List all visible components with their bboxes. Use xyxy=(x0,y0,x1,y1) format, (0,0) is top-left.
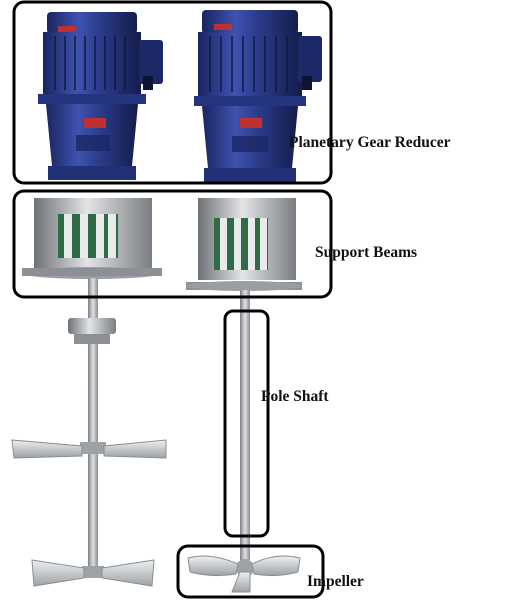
left-pole-shaft xyxy=(88,344,98,576)
pole-shaft-label: Pole Shaft xyxy=(261,388,329,405)
left-terminal-box xyxy=(139,40,163,84)
left-beam-1 xyxy=(64,214,72,258)
left-beam-4 xyxy=(108,214,116,258)
left-reducer-shadow xyxy=(76,135,110,151)
left-upper-blade-right xyxy=(103,439,167,459)
right-cable-gland xyxy=(302,76,312,90)
support-beams-label: Support Beams xyxy=(315,244,417,261)
left-upper-hub xyxy=(80,442,106,454)
left-beam-2 xyxy=(80,214,88,258)
right-beam-4 xyxy=(260,218,267,270)
right-agitator xyxy=(186,10,322,593)
gear-reducer-label: Planetary Gear Reducer xyxy=(289,134,451,151)
left-motor-body xyxy=(43,32,141,94)
right-reducer-shadow xyxy=(232,136,268,152)
left-reducer-tag xyxy=(84,118,106,128)
impeller-label: Impeller xyxy=(307,573,364,590)
right-nameplate xyxy=(214,24,232,30)
left-lower-hub xyxy=(82,566,104,578)
left-upper-blade-left xyxy=(11,439,83,459)
gear-reducer-callout-box xyxy=(12,0,333,185)
support-beams-callout-box xyxy=(12,189,333,299)
left-nameplate xyxy=(58,26,76,32)
right-reducer-tag xyxy=(240,118,262,128)
left-lower-blade-left xyxy=(31,559,85,587)
right-impeller-blade-left xyxy=(187,555,239,577)
left-motor-fins xyxy=(54,36,126,90)
right-pole-shaft xyxy=(240,290,250,560)
right-beam-3 xyxy=(248,218,255,270)
left-coupling xyxy=(68,318,116,334)
left-reducer-base xyxy=(48,166,136,180)
right-motor-top xyxy=(202,10,298,34)
impeller-callout-box xyxy=(176,544,325,599)
right-beam-1 xyxy=(220,218,227,270)
right-motor-fins xyxy=(209,36,288,92)
left-motor-flange xyxy=(38,94,146,104)
left-coupling-ring xyxy=(74,334,110,344)
left-mount-plate xyxy=(22,268,162,276)
right-motor-flange xyxy=(194,96,306,106)
left-lower-blade-right xyxy=(101,559,155,587)
left-cable-gland xyxy=(143,76,153,90)
right-terminal-box xyxy=(298,36,322,82)
right-impeller-blade-front xyxy=(231,571,251,593)
right-reducer-base xyxy=(204,168,296,182)
left-agitator xyxy=(11,12,167,587)
pole-shaft-callout-box xyxy=(223,309,270,538)
right-mount-flange xyxy=(186,281,302,291)
right-beam-2 xyxy=(234,218,241,270)
right-motor-body xyxy=(198,32,302,96)
right-impeller-blade-right xyxy=(251,555,301,577)
left-beam-3 xyxy=(96,214,104,258)
